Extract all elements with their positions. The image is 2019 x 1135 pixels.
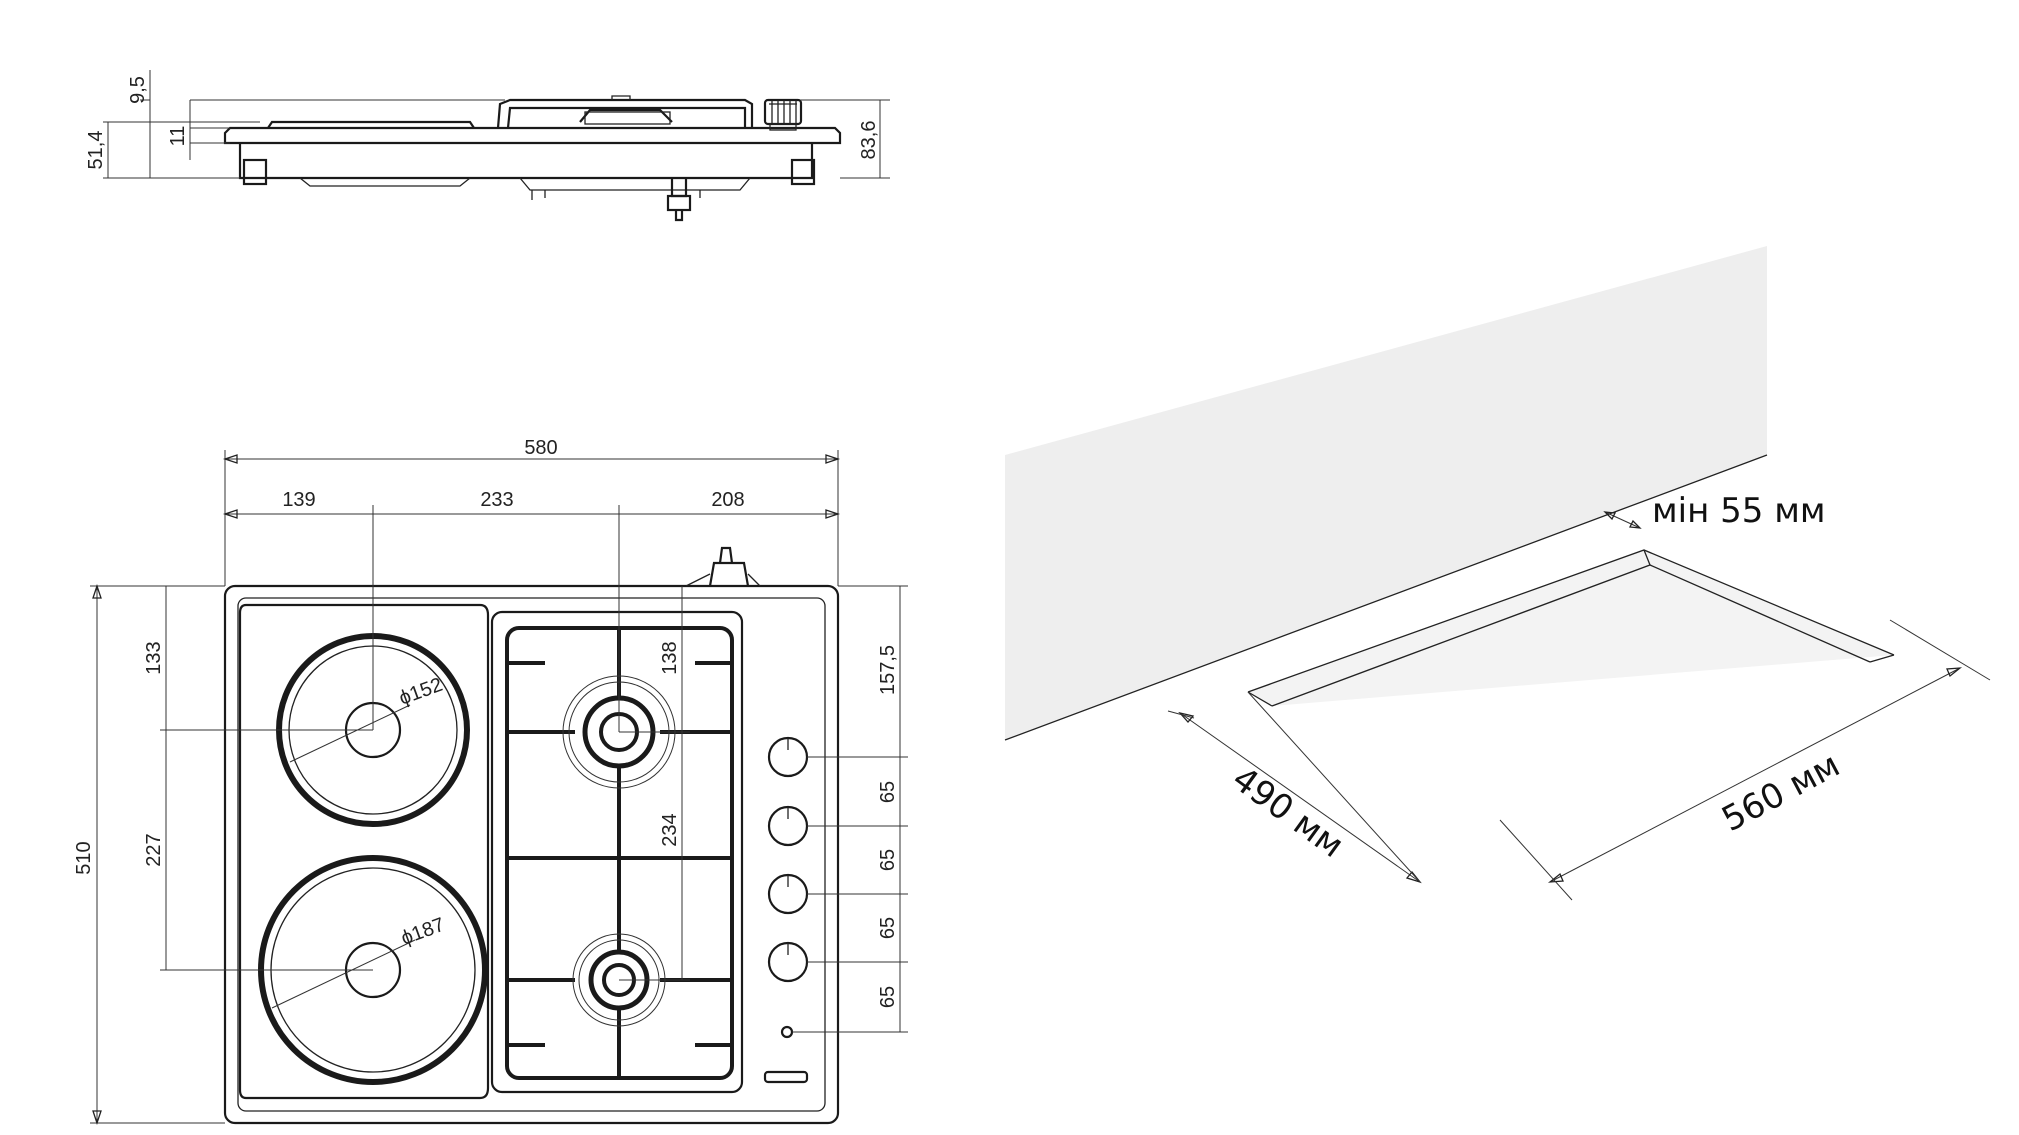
dim-83-6: 83,6	[858, 121, 880, 160]
top-view: ϕ152 ϕ187	[73, 437, 908, 1126]
dim-138: 138	[659, 641, 681, 674]
dim-knob-pitch-1: 65	[877, 781, 899, 803]
dim-157-5: 157,5	[877, 645, 899, 695]
label-cut-depth: 490 мм	[1225, 759, 1351, 866]
side-view: 9,5 11 51,4 83,6	[85, 70, 890, 222]
dim-11: 11	[167, 126, 189, 147]
dim-51-4: 51,4	[85, 131, 107, 170]
label-cut-width: 560 мм	[1715, 745, 1846, 840]
dim-234: 234	[659, 813, 681, 846]
dim-9-5: 9,5	[127, 76, 149, 104]
dim-133: 133	[143, 641, 165, 674]
dim-580: 580	[524, 437, 557, 459]
control-knobs	[763, 736, 809, 1084]
plate-small-diameter: ϕ152	[396, 674, 445, 710]
dim-knob-pitch-2: 65	[877, 849, 899, 871]
dim-knob-pitch-3: 65	[877, 917, 899, 939]
installation-view: мін 55 мм 490 мм 560 мм	[1004, 246, 1991, 901]
dim-227: 227	[143, 833, 165, 866]
dim-knob-pitch-4: 65	[877, 986, 899, 1008]
label-min-clearance: мін 55 мм	[1652, 491, 1826, 531]
dim-208: 208	[711, 489, 744, 511]
dim-139: 139	[282, 489, 315, 511]
dim-510: 510	[73, 841, 95, 874]
plate-large-diameter: ϕ187	[398, 914, 447, 950]
dim-233: 233	[480, 489, 513, 511]
